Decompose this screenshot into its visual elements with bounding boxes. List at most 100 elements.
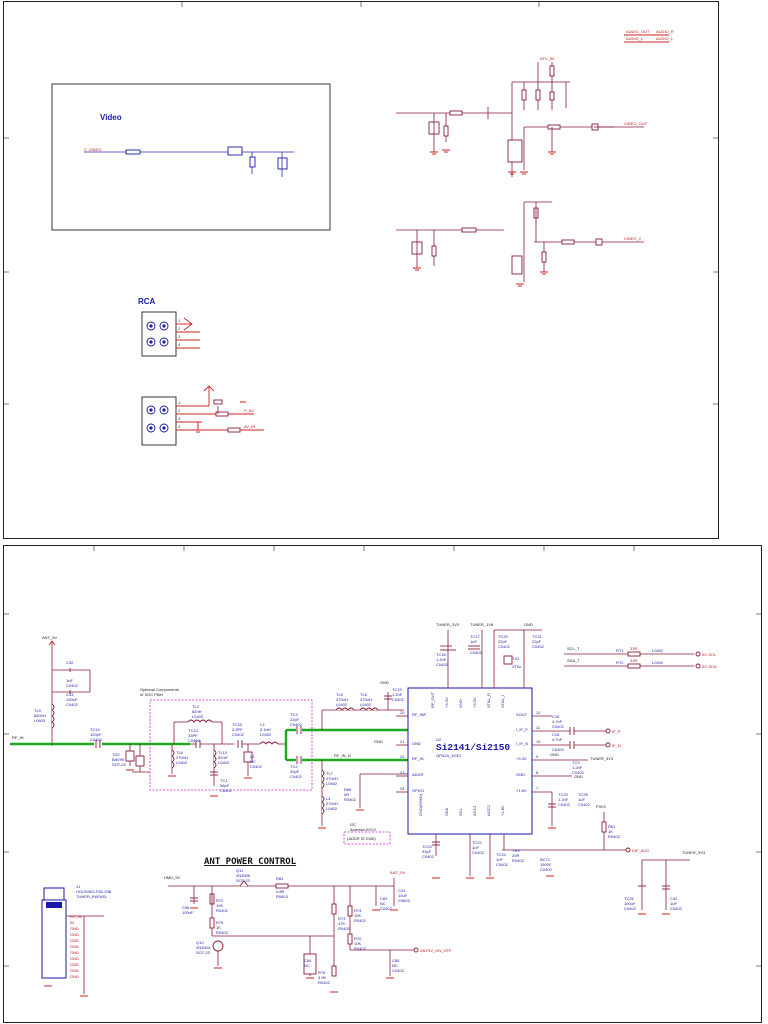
svg-text:L0402: L0402 <box>218 760 230 765</box>
svg-text:TL5: TL5 <box>34 708 42 713</box>
svg-text:C0402: C0402 <box>188 738 201 743</box>
svg-text:100nF: 100nF <box>182 910 194 915</box>
svg-text:0R: 0R <box>344 792 349 797</box>
svg-text:3.3PF: 3.3PF <box>232 727 243 732</box>
svg-text:L0402: L0402 <box>652 660 664 665</box>
svg-text:12: 12 <box>536 710 541 715</box>
rca-title: RCA <box>138 297 156 306</box>
optional-filter-box <box>149 699 313 791</box>
svg-text:TL9: TL9 <box>336 692 344 697</box>
svg-text:AGC1: AGC1 <box>472 804 477 816</box>
svg-text:1uF: 1uF <box>470 639 477 644</box>
svg-text:TC23: TC23 <box>422 844 433 849</box>
svg-text:20R: 20R <box>512 853 519 858</box>
svg-text:AV_IN: AV_IN <box>244 424 255 429</box>
svg-text:SCL: SCL <box>458 807 463 816</box>
svg-text:0.8R: 0.8R <box>276 889 285 894</box>
svg-text:R73: R73 <box>338 916 346 921</box>
svg-text:I_IF_P: I_IF_P <box>516 727 528 732</box>
svg-text:VIDEO_OUT: VIDEO_OUT <box>624 121 648 126</box>
svg-text:C0402: C0402 <box>470 650 483 655</box>
svg-text:L3: L3 <box>260 722 265 727</box>
svg-text:R66: R66 <box>344 787 352 792</box>
svg-text:C0402: C0402 <box>250 764 263 769</box>
svg-text:R0402: R0402 <box>216 908 229 913</box>
svg-text:AGC2: AGC2 <box>486 804 491 816</box>
svg-text:XTAL: XTAL <box>512 664 522 669</box>
svg-text:I_IF_N: I_IF_N <box>516 741 528 746</box>
svg-text:GND: GND <box>380 680 389 685</box>
svg-text:GND(EPAD): GND(EPAD) <box>418 793 423 816</box>
svg-text:TL7: TL7 <box>326 771 334 776</box>
svg-text:XTAL_I: XTAL_I <box>500 695 505 708</box>
svg-text:TC24: TC24 <box>496 852 507 857</box>
svg-text:GND: GND <box>516 772 525 777</box>
svg-text:R0402: R0402 <box>216 930 229 935</box>
svg-text:C0402: C0402 <box>624 906 637 911</box>
svg-text:Address:0XC0: Address:0XC0 <box>350 827 377 832</box>
svg-text:270nH: 270nH <box>326 776 338 781</box>
svg-text:Optional Components: Optional Components <box>140 687 179 692</box>
svg-text:+3.3V: +3.3V <box>444 697 449 708</box>
svg-text:R0402: R0402 <box>338 926 351 931</box>
svg-text:+3.3V: +3.3V <box>472 697 477 708</box>
svg-text:C33: C33 <box>66 692 74 697</box>
svg-text:22pF: 22pF <box>290 717 300 722</box>
svg-text:TUNER_3V3: TUNER_3V3 <box>436 622 460 627</box>
svg-text:AUDIO_L: AUDIO_L <box>656 36 674 41</box>
svg-text:C41: C41 <box>398 888 406 893</box>
svg-text:C85: C85 <box>392 958 400 963</box>
svg-text:SCL_T: SCL_T <box>567 646 580 651</box>
svg-text:C0402: C0402 <box>552 724 565 729</box>
svg-text:TC21: TC21 <box>532 634 543 639</box>
svg-text:GND: GND <box>524 622 533 627</box>
svg-text:4: 4 <box>178 424 181 429</box>
svg-text:TUNER_1V8: TUNER_1V8 <box>470 622 494 627</box>
svg-text:SOUT: SOUT <box>516 712 528 717</box>
ant-power-section-title: ANT_POWER_CONTROL <box>204 857 297 867</box>
svg-text:ADDR: ADDR <box>412 772 423 777</box>
svg-text:+1.8V: +1.8V <box>500 805 505 816</box>
svg-text:C0402: C0402 <box>290 774 303 779</box>
svg-text:ANT_5V: ANT_5V <box>390 870 405 875</box>
chip-name: Si2141/Si2150 <box>436 742 510 753</box>
svg-text:RT1: RT1 <box>616 648 624 653</box>
svg-text:1.2nF: 1.2nF <box>558 797 569 802</box>
svg-text:GND: GND <box>70 962 79 967</box>
svg-text:C84: C84 <box>304 958 312 963</box>
svg-text:21: 21 <box>400 739 405 744</box>
svg-text:TUNER_RAFAEL: TUNER_RAFAEL <box>76 894 108 899</box>
svg-text:24: 24 <box>400 786 405 791</box>
svg-text:270nH: 270nH <box>336 697 348 702</box>
svg-text:C0402: C0402 <box>220 788 233 793</box>
svg-text:IIC-SDA: IIC-SDA <box>702 664 717 669</box>
svg-text:TL2: TL2 <box>192 704 200 709</box>
schematic-sheet-video: Video V_VIDEO <box>3 1 719 539</box>
svg-text:GND: GND <box>70 926 79 931</box>
svg-text:C0402: C0402 <box>380 906 393 911</box>
svg-text:C16: C16 <box>552 714 560 719</box>
svg-text:TUNER_3V3: TUNER_3V3 <box>590 756 614 761</box>
svg-text:C0402: C0402 <box>66 702 79 707</box>
svg-text:22pF: 22pF <box>532 639 542 644</box>
svg-text:GND: GND <box>70 956 79 961</box>
svg-text:L0603: L0603 <box>34 718 46 723</box>
svg-text:C0402: C0402 <box>572 770 585 775</box>
svg-text:C0402: C0402 <box>532 644 545 649</box>
svg-text:100pF: 100pF <box>90 732 102 737</box>
svg-text:GND: GND <box>574 774 583 779</box>
svg-text:(ADDR IS GND): (ADDR IS GND) <box>347 836 377 841</box>
svg-text:9: 9 <box>536 754 539 759</box>
svg-text:AUDIO_R: AUDIO_R <box>656 29 674 34</box>
svg-text:SOT-23: SOT-23 <box>196 950 211 955</box>
svg-text:22pF: 22pF <box>498 639 508 644</box>
svg-text:L0402: L0402 <box>336 702 348 707</box>
svg-text:IIC-SCL: IIC-SCL <box>702 652 717 657</box>
svg-text:C0402: C0402 <box>422 854 435 859</box>
svg-text:IF_N: IF_N <box>612 743 621 748</box>
svg-text:Q11: Q11 <box>236 868 244 873</box>
svg-text:R70: R70 <box>354 936 362 941</box>
svg-text:C0402: C0402 <box>552 747 565 752</box>
svg-text:33pF: 33pF <box>290 769 300 774</box>
svg-text:270nH: 270nH <box>360 697 372 702</box>
